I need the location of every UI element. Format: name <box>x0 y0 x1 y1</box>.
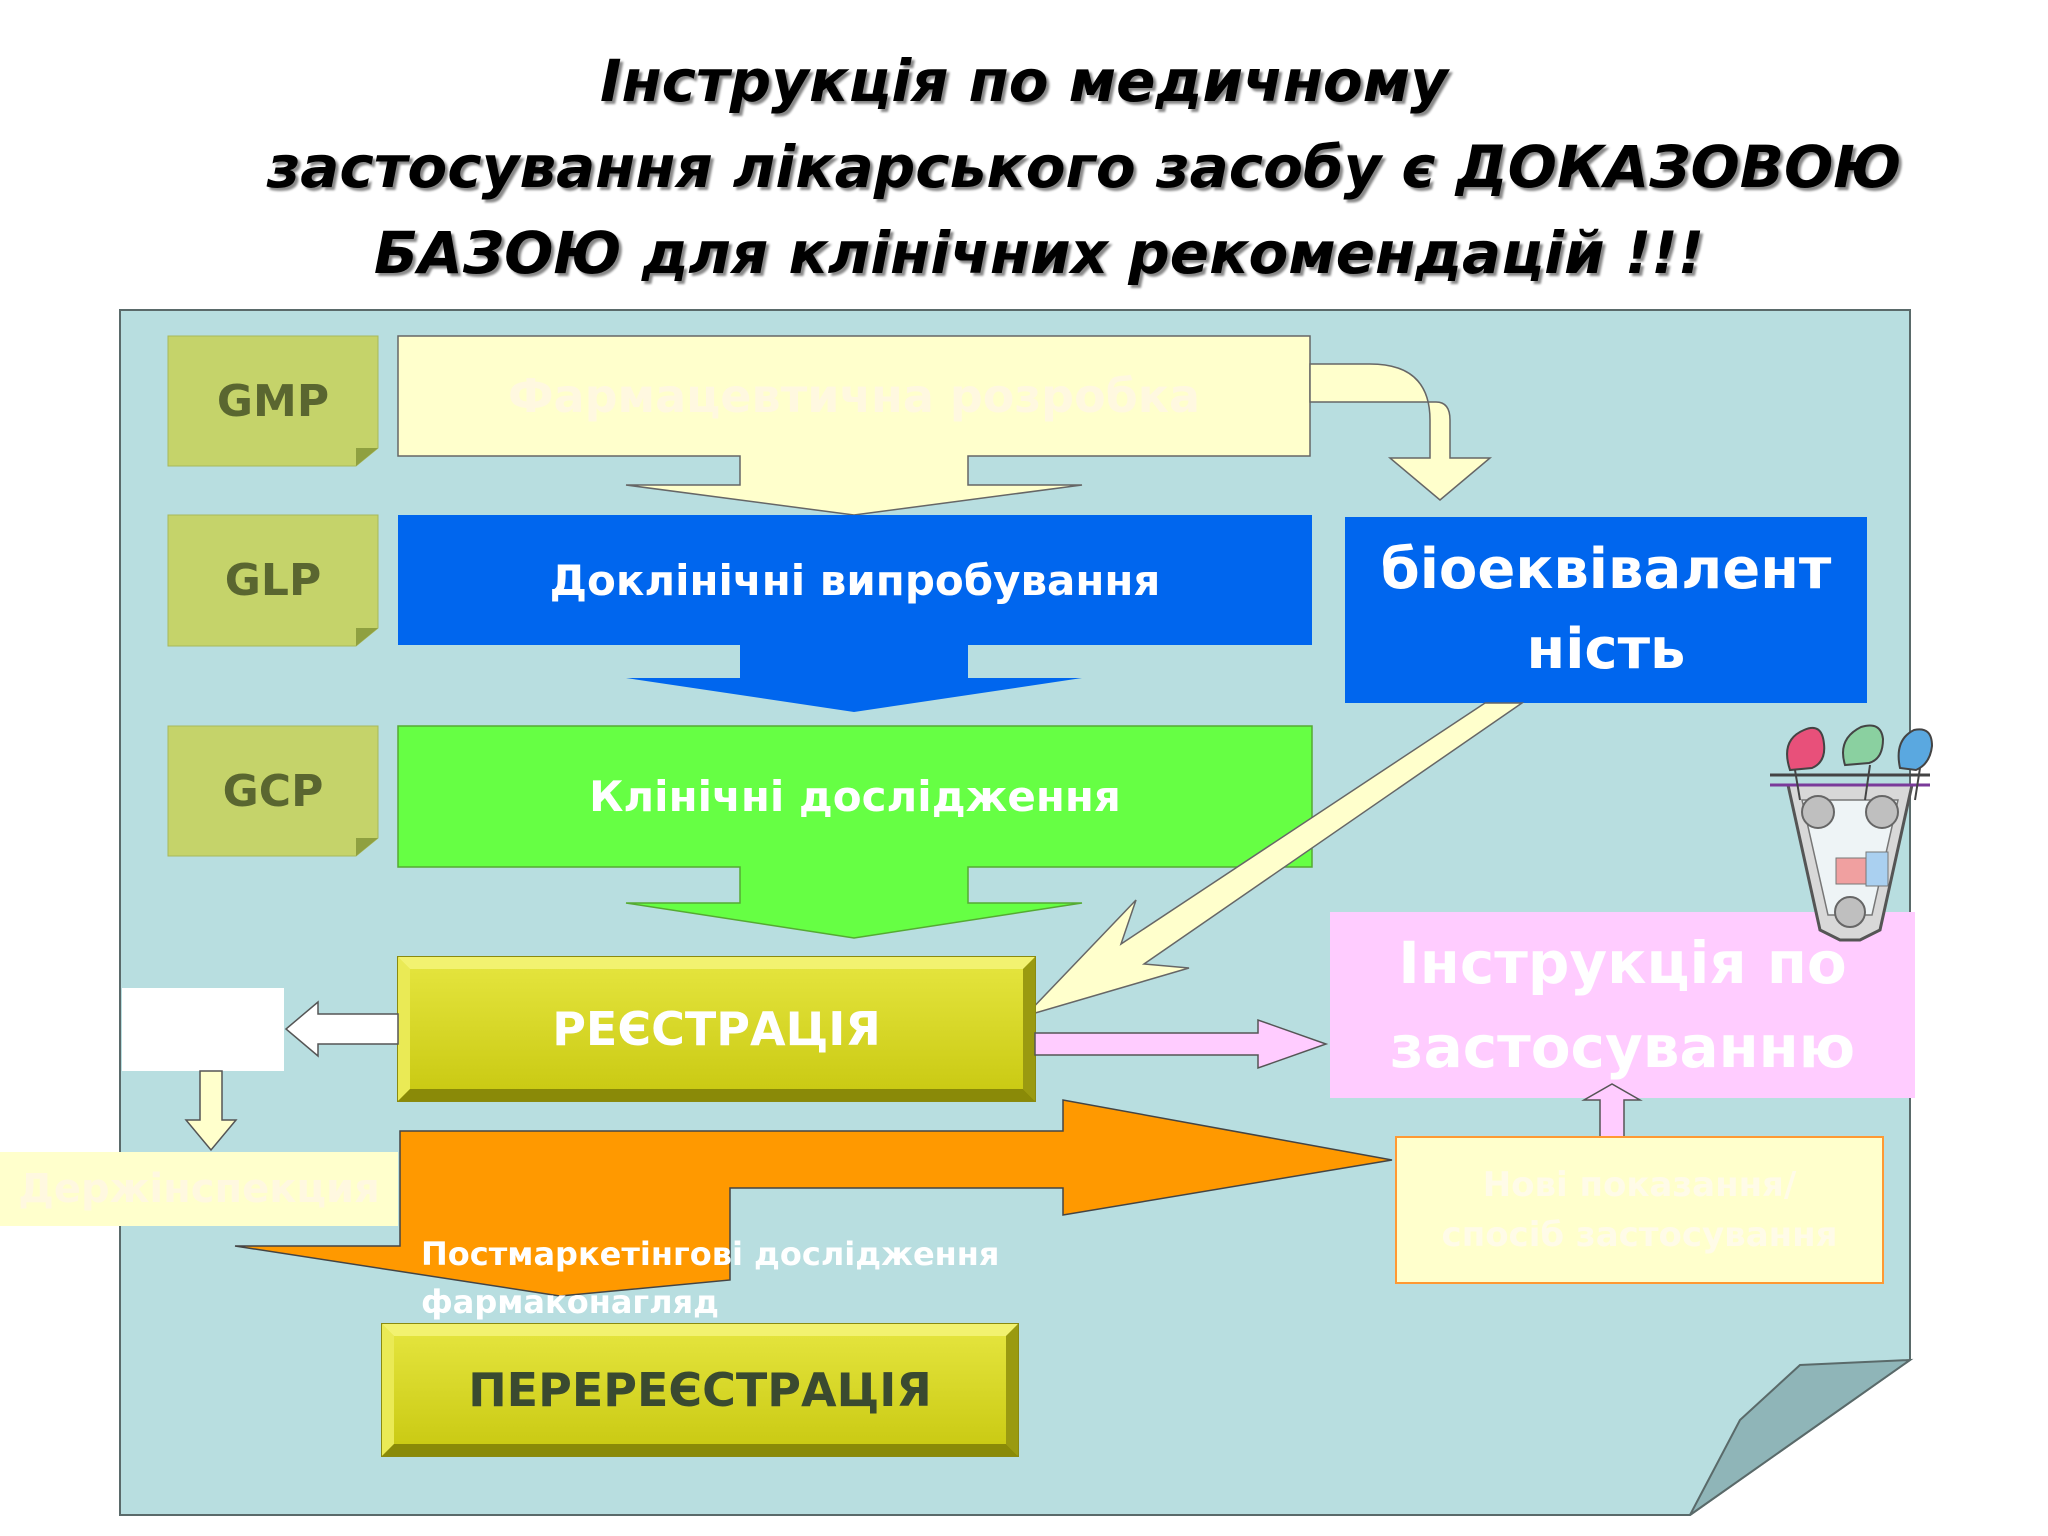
new-indications-box <box>1395 1136 1884 1284</box>
new-indications-label: Нові показання/ спосіб застосування <box>1396 1137 1883 1283</box>
postmarketing-label: Постмаркетінгові дослідження фармаконагл… <box>421 1230 999 1326</box>
title-line-1: Інструкція по медичному <box>600 47 1448 115</box>
registration-box <box>397 956 1036 1102</box>
clinical-label: Клінічні дослідження <box>589 772 1121 821</box>
instruction-label: Інструкція по застосуванню <box>1330 912 1915 1098</box>
tag-gcp <box>167 725 379 857</box>
instruction-line-1: Інструкція по <box>1398 929 1847 997</box>
down-arrow-to-inspection <box>184 1070 238 1152</box>
bioequivalence-line-2: ність <box>1526 617 1686 682</box>
title-line-2: застосування лікарського засобу є ДОКАЗО… <box>266 133 1902 201</box>
tag-glp-label: GLP <box>224 554 322 606</box>
reregistration-box <box>381 1323 1019 1457</box>
tag-glp <box>167 514 379 647</box>
curved-arrow-to-bioequivalence <box>1309 363 1493 501</box>
instruction-box <box>1330 912 1915 1098</box>
new-indications-line-1: Нові показання/ <box>1482 1165 1797 1205</box>
page-title: Інструкція по медичному застосування лік… <box>0 38 2048 296</box>
pharma-dev-label: Фармацевтична розробка <box>507 369 1201 423</box>
inspection-label: Держінспекция <box>18 1166 380 1212</box>
postmarketing-arrow <box>234 1099 1393 1297</box>
tag-gcp-label: GCP <box>222 765 324 817</box>
bioequivalence-box <box>1345 517 1867 703</box>
preclinical-arrow <box>398 515 1312 712</box>
reregistration-label: ПЕРЕРЕЄСТРАЦІЯ <box>468 1363 932 1417</box>
left-arrow-to-white-box <box>284 1000 399 1058</box>
registration-label: РЕЄСТРАЦІЯ <box>552 1002 881 1056</box>
pharma-dev-arrow <box>397 335 1311 516</box>
white-box <box>122 988 284 1071</box>
page-curl <box>1689 1358 1914 1516</box>
right-arrow-to-instruction <box>1034 1018 1329 1070</box>
bioequivalence-label: біоеквівалент ність <box>1345 517 1867 703</box>
inspection-box <box>0 1152 398 1226</box>
diagonal-arrow-to-registration <box>1022 702 1525 1018</box>
tag-gmp <box>167 335 379 467</box>
title-line-3: БАЗОЮ для клінічних рекомендацій !!! <box>373 219 1705 287</box>
up-arrow-to-instruction <box>1581 1083 1643 1138</box>
postmarketing-line-2: фармаконагляд <box>421 1283 719 1321</box>
tag-gmp-label: GMP <box>216 375 330 427</box>
preclinical-label: Доклінічні випробування <box>549 555 1161 605</box>
bioequivalence-line-1: біоеквівалент <box>1380 537 1832 602</box>
instruction-line-2: застосуванню <box>1389 1013 1856 1081</box>
new-indications-line-2: спосіб застосування <box>1441 1215 1838 1255</box>
machine-clipart-icon <box>1770 724 1934 942</box>
postmarketing-line-1: Постмаркетінгові дослідження <box>421 1235 1000 1273</box>
